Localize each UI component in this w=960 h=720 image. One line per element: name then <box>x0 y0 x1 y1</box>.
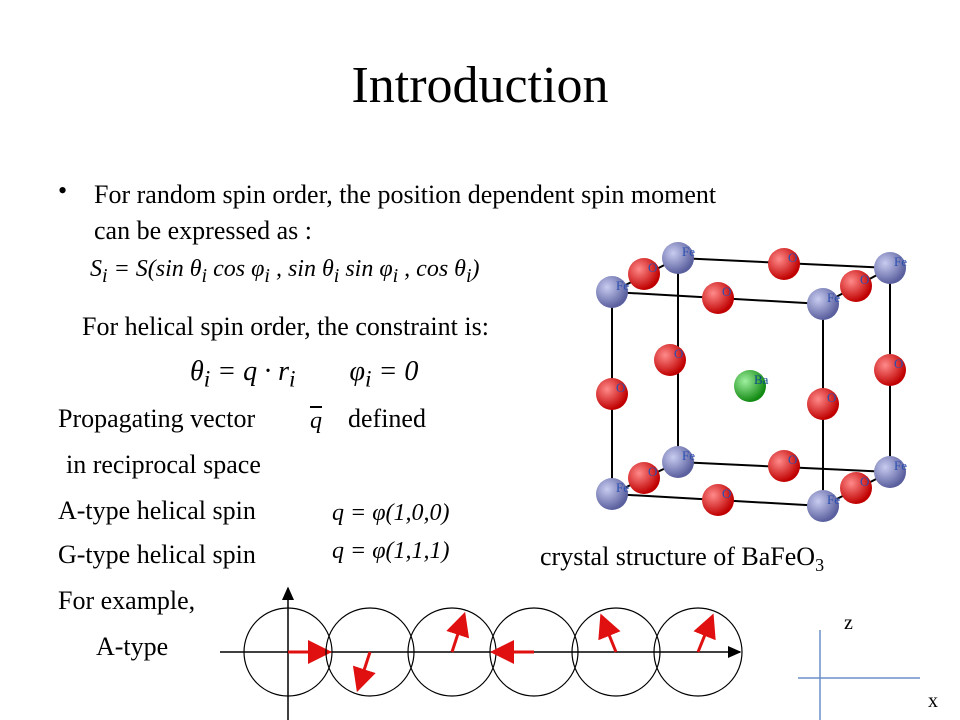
fe-atom-label: Fe <box>682 244 695 259</box>
coordinate-axes <box>798 630 920 720</box>
o-atom <box>768 450 800 482</box>
o-atom-label: O <box>674 346 683 361</box>
o-atom <box>596 378 628 410</box>
eq-spin-sub: i <box>264 264 270 287</box>
a-type-example-label: A-type <box>96 632 169 661</box>
eq-sub: i <box>289 366 296 393</box>
o-atom-label: O <box>788 250 797 265</box>
slide-title: Introduction <box>351 57 609 114</box>
spin-site-circle <box>325 607 415 697</box>
crystal-caption-text: crystal structure of BaFeO <box>540 542 816 571</box>
q-symbol: q <box>310 408 322 434</box>
eq-spin-rhs: = S(sin θ <box>113 256 202 282</box>
eq-phi: φ <box>349 356 366 387</box>
o-atom-label: O <box>894 356 903 371</box>
ba-atom-label: Ba <box>754 372 769 387</box>
o-atom-label: O <box>722 284 731 299</box>
axis-x-label: x <box>928 690 938 712</box>
eq-spin-part: cos φ <box>213 256 265 282</box>
fe-atom-label: Fe <box>682 448 695 463</box>
fe-atom <box>596 478 628 510</box>
for-example-label: For example, <box>58 586 196 615</box>
o-atom-label: O <box>860 272 869 287</box>
spin-equation: Si = S(sin θi cos φi , sin θi sin φi , c… <box>90 256 480 288</box>
bullet-line-2: can be expressed as : <box>94 216 313 245</box>
eq-spin-sub: i <box>333 264 340 287</box>
eq-q-dot-r: = q · r <box>217 356 290 387</box>
fe-atom <box>807 490 839 522</box>
a-type-helical-label: A-type helical spin <box>58 496 256 525</box>
fe-atom <box>874 252 906 284</box>
spin-arrow <box>693 613 716 653</box>
o-atom <box>628 258 660 290</box>
eq-spin-part: , cos θ <box>404 256 466 282</box>
eq-sub: i <box>203 366 211 393</box>
o-atom-label: O <box>722 486 731 501</box>
fe-atom-label: Fe <box>827 290 840 305</box>
o-atom-label: O <box>788 452 797 467</box>
spin-chain-diagram <box>220 586 743 720</box>
crystal-caption: crystal structure of BaFeO3 <box>540 542 824 576</box>
bullet-marker: • <box>58 176 68 205</box>
spin-arrow <box>446 611 470 653</box>
o-atom-label: O <box>827 390 836 405</box>
spin-site-circle <box>571 607 661 697</box>
eq-spin-lhs: S <box>90 256 102 282</box>
o-atom <box>654 344 686 376</box>
fe-atom <box>662 446 694 478</box>
o-atom-label: O <box>648 464 657 479</box>
a-type-equation: q = φ(1,0,0) <box>332 500 450 526</box>
eq-spin-part: sin φ <box>345 256 393 282</box>
o-atom <box>807 388 839 420</box>
fe-atom <box>596 276 628 308</box>
o-atom <box>768 248 800 280</box>
o-atom <box>874 354 906 386</box>
o-atom-label: O <box>616 380 625 395</box>
spin-arrow <box>598 613 621 653</box>
reciprocal-space-label: in reciprocal space <box>66 450 261 479</box>
eq-theta: θ <box>190 356 204 387</box>
eq-spin-sub: i <box>102 264 108 287</box>
fe-atom-label: Fe <box>616 480 629 495</box>
eq-spin-sub: i <box>201 264 208 287</box>
eq-spin-part: , sin θ <box>275 256 334 282</box>
ba-atom <box>734 370 766 402</box>
fe-atom-label: Fe <box>616 278 629 293</box>
o-atom <box>840 270 872 302</box>
propagating-vector-label: Propagating vector <box>58 404 256 433</box>
g-type-helical-label: G-type helical spin <box>58 540 256 569</box>
o-atom <box>702 484 734 516</box>
spin-site-circle <box>653 607 743 697</box>
fe-atom-label: Fe <box>894 254 907 269</box>
crystal-caption-subscript: 3 <box>815 555 825 576</box>
fe-atom <box>662 242 694 274</box>
o-atom <box>840 472 872 504</box>
fe-atom-label: Fe <box>827 492 840 507</box>
defined-label: defined <box>348 404 426 433</box>
helical-constraint-text: For helical spin order, the constraint i… <box>82 312 489 341</box>
bullet-line-1: For random spin order, the position depe… <box>94 180 717 209</box>
fe-atom-label: Fe <box>894 458 907 473</box>
g-type-equation: q = φ(1,1,1) <box>332 538 450 564</box>
o-atom <box>702 282 734 314</box>
spin-site-circle <box>243 607 333 697</box>
eq-spin-close: ) <box>471 256 480 282</box>
o-atom-label: O <box>648 260 657 275</box>
eq-spin-sub: i <box>392 264 399 287</box>
o-atom <box>628 462 660 494</box>
fe-atom <box>807 288 839 320</box>
eq-spin-sub: i <box>465 264 472 287</box>
spin-arrow <box>352 651 376 693</box>
constraint-equation: θi = q · ri φi = 0 <box>190 356 418 394</box>
fe-atom <box>874 456 906 488</box>
eq-zero: = 0 <box>378 356 419 387</box>
eq-sub: i <box>365 366 372 393</box>
o-atom-label: O <box>860 474 869 489</box>
axis-z-label: z <box>844 612 853 634</box>
